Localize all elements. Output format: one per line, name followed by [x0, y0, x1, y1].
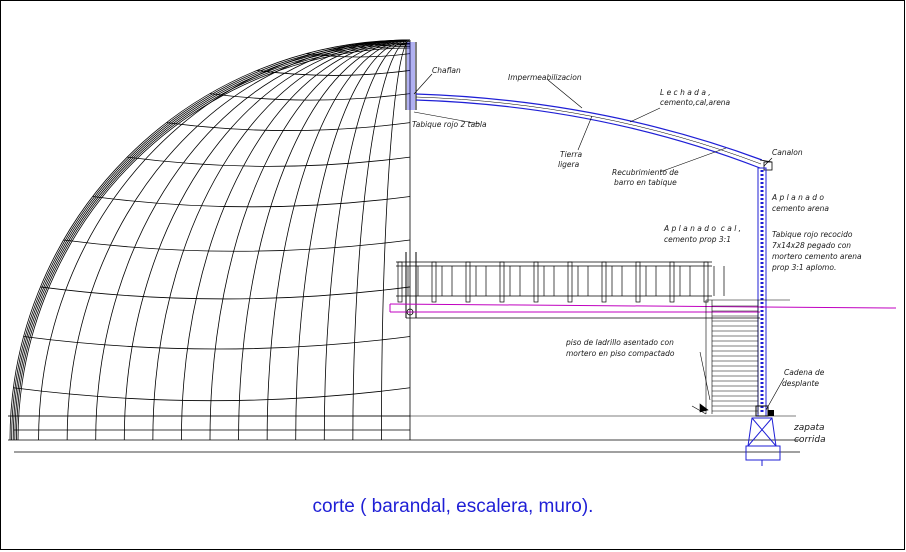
railing-post: [635, 261, 641, 303]
railing-post: [397, 261, 403, 303]
dome-meridian: [381, 39, 411, 441]
label-aplanado-ca: A p l a n a d o: [772, 193, 824, 202]
label-zapata-sub: corrida: [794, 435, 826, 445]
label-recubrimiento: Recubrimiento de: [612, 168, 679, 177]
label-chaflan: Chaflan: [432, 66, 461, 75]
stair-edge: [691, 405, 707, 415]
dome-meridian: [181, 39, 411, 441]
dome-meridian: [209, 39, 411, 441]
dome-shell-line: [12, 42, 411, 441]
label-tierra-sub: ligera: [558, 160, 580, 169]
label-aplanado-ca-sub: cemento arena: [772, 204, 829, 213]
label-recubrimiento-sub: barro en tabique: [614, 178, 677, 187]
dome-meridian: [352, 39, 411, 441]
slab: [389, 303, 897, 313]
label-tierra: Tierra: [560, 150, 583, 159]
label-aplanado-cal: A p l a n a d o c a l ,: [664, 224, 742, 233]
stair: [691, 300, 759, 415]
label-zapata: zapata: [794, 423, 825, 433]
dome-parallel: [23, 336, 411, 350]
label-tabique-rojo-1: Tabique rojo recocido: [772, 230, 853, 239]
railing-post: [567, 261, 573, 303]
label-piso: piso de ladrillo asentado con: [566, 338, 674, 347]
label-tabique-rojo-4: prop 3:1 aplomo.: [772, 263, 837, 272]
dome-shell-line: [17, 47, 411, 441]
dome-meridian: [238, 39, 411, 441]
label-tabique-rojo-2: 7x14x28 pegado con: [772, 241, 852, 250]
stair-arrow: [699, 403, 709, 413]
label-lechada-sub: cemento,cal,arena: [660, 98, 731, 107]
dome-parallel: [63, 239, 411, 252]
label-piso-sub: mortero en piso compactado: [566, 349, 675, 358]
railing-post: [669, 261, 675, 303]
dome-meridian: [95, 39, 411, 441]
label-aplanado-cal-sub: cemento prop 3:1: [664, 235, 731, 244]
dome-meridian: [266, 39, 411, 441]
leader-lines: [413, 73, 785, 411]
dome-meridian: [152, 39, 411, 441]
label-canalon: Canalon: [772, 148, 803, 157]
dome-lattice: [8, 39, 411, 441]
railing-post: [499, 261, 505, 303]
dome-meridian: [38, 39, 411, 441]
dome-parallel: [306, 53, 411, 58]
label-cadena: Cadena de: [784, 368, 825, 377]
label-tabique-tabla: Tabique rojo 2 tabla: [412, 120, 487, 129]
dome-parallel: [166, 122, 411, 131]
dome-parallel: [256, 70, 411, 76]
dome-meridian: [295, 39, 411, 441]
railing-post: [431, 261, 437, 303]
left-wall-column: [405, 42, 417, 318]
dome-parallel: [209, 93, 411, 101]
dome-parallel: [127, 156, 411, 167]
dome-parallel: [40, 286, 411, 300]
label-cadena-sub: desplante: [782, 379, 820, 388]
dome-shell-line: [14, 44, 411, 441]
footing: [745, 417, 781, 466]
dome-meridian: [123, 39, 411, 441]
railing-post: [465, 261, 471, 303]
dome-parallel: [92, 196, 411, 208]
label-tabique-rojo-3: mortero cemento arena: [772, 252, 862, 261]
dome-parallel: [13, 387, 411, 402]
label-lechada: L e c h a d a ,: [660, 88, 711, 97]
dome-meridian: [66, 39, 411, 441]
label-impermeabilizacion: Impermeabilizacion: [508, 73, 582, 82]
railing-post: [601, 261, 607, 303]
dome-meridian: [323, 39, 411, 441]
railing: [396, 261, 725, 303]
curved-roof: [415, 93, 773, 171]
drawing-caption: corte ( barandal, escalera, muro).: [312, 496, 594, 517]
railing-post: [533, 261, 539, 303]
dome-shell-line: [16, 46, 411, 441]
